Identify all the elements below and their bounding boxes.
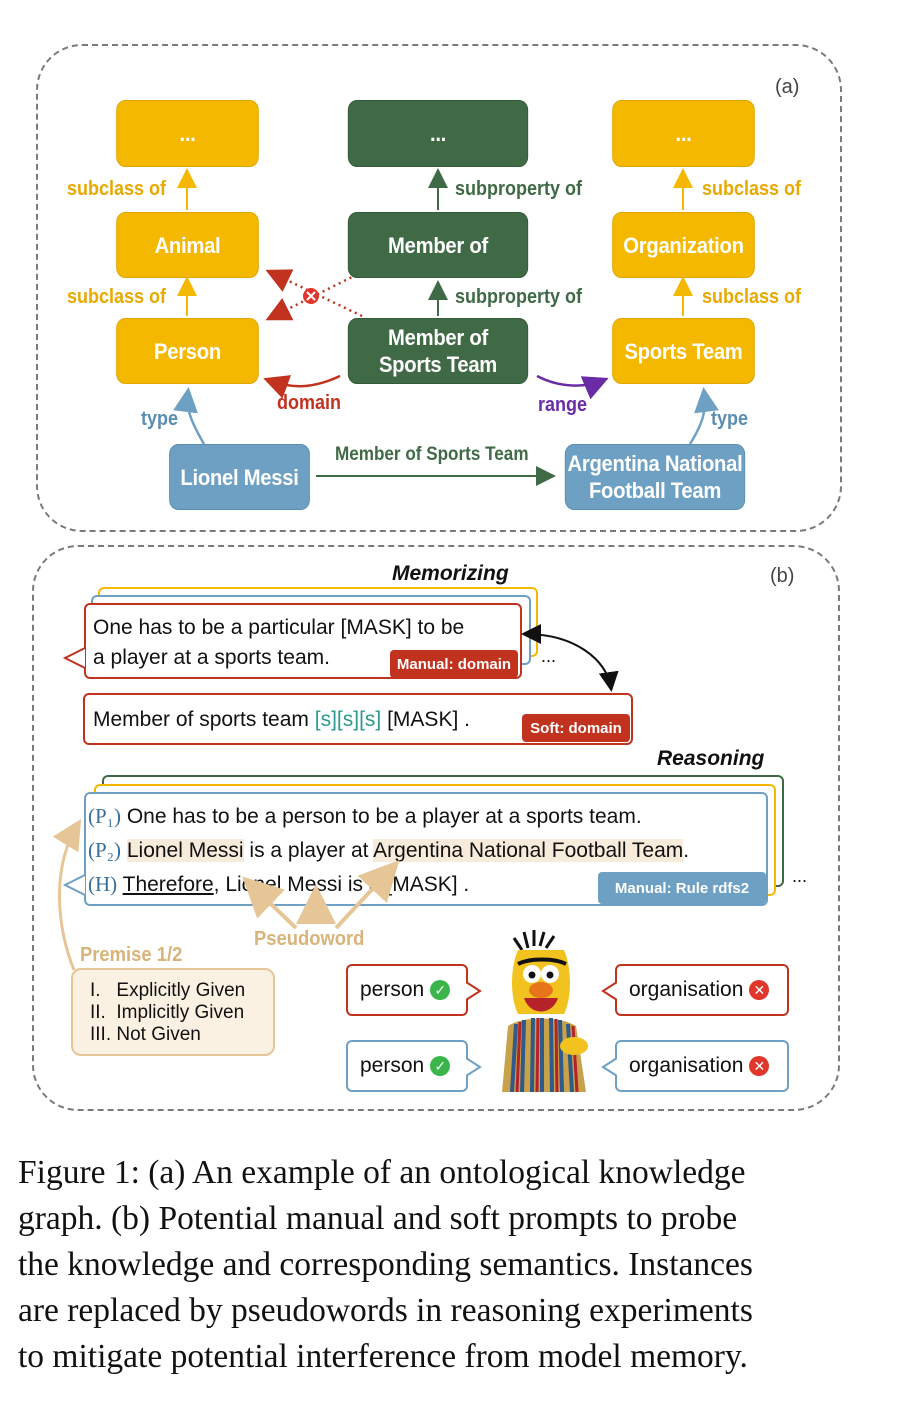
answer-top-right: organisation✕ xyxy=(615,964,789,1016)
answer-top-left: person✓ xyxy=(346,964,468,1016)
memorizing-link-arrow xyxy=(521,624,619,692)
answer-bottom-right-text: organisation xyxy=(629,1054,744,1077)
node-animal: Animal xyxy=(116,212,259,278)
soft-prompt: Member of sports team [s][s][s] [MASK] . xyxy=(93,708,470,732)
reasoning-pointer-left xyxy=(63,874,86,896)
edge-dotted-to-person xyxy=(265,270,363,321)
label-member-of-sports-team: Member of Sports Team xyxy=(335,444,529,465)
label-subclass-of-1: subclass of xyxy=(67,178,167,200)
manual-prompt-line1: One has to be a particular [MASK] to be xyxy=(93,616,465,639)
panel-a-edges xyxy=(173,168,719,486)
memorizing-title: Memorizing xyxy=(392,562,509,585)
caption-line-1: Figure 1: (a) An example of an ontologic… xyxy=(18,1154,746,1191)
node-member-of-sports-team: Member of Sports Team xyxy=(347,318,529,384)
premise-p1: (P₁) One has to be a person to be a play… xyxy=(88,804,642,829)
check-icon: ✓ xyxy=(430,1056,451,1076)
label-subclass-of-2: subclass of xyxy=(67,286,167,308)
label-type-right: type xyxy=(711,408,749,430)
rule-rdfs2-badge: Manual: Rule rdfs2 xyxy=(598,872,766,904)
panel-a xyxy=(36,44,842,532)
caption-line-5: to mitigate potential interference from … xyxy=(18,1338,748,1375)
premise-option-2: II. Implicitly Given xyxy=(90,1002,245,1023)
answer-top-right-pointer xyxy=(601,981,617,1001)
panel-b xyxy=(32,545,840,1111)
hypothesis-label: (H) xyxy=(88,872,118,896)
soft-prompt-prefix: Member of sports team xyxy=(93,708,315,731)
caption-line-3: the knowledge and corresponding semantic… xyxy=(18,1246,753,1283)
premise-p2: (P₂) Lionel Messi is a player at Argenti… xyxy=(88,838,689,863)
pseudoword-arrows xyxy=(52,818,400,971)
reasoning-title: Reasoning xyxy=(657,747,765,770)
label-type-left: type xyxy=(141,408,179,430)
node-dots-right: ... xyxy=(612,100,755,167)
node-dots-left: ... xyxy=(116,100,259,167)
panel-a-tag: (a) xyxy=(775,76,800,98)
node-sports-team: Sports Team xyxy=(612,318,755,384)
manual-prompt-line2: a player at a sports team. xyxy=(93,646,330,669)
cross-mark-x xyxy=(306,291,316,301)
premise-p2-mid: is a player at xyxy=(243,839,374,862)
premise-p1-label: (P₁) xyxy=(88,804,121,828)
premise-p2-label: (P₂) xyxy=(88,838,121,862)
node-argentina-line1: Argentina National xyxy=(567,451,743,476)
edge-range xyxy=(536,374,609,400)
hypothesis-therefore: Therefore xyxy=(122,873,214,896)
edge-dotted-to-animal xyxy=(265,269,363,318)
caption-line-4: are replaced by pseudowords in reasoning… xyxy=(18,1292,753,1329)
answer-top-right-text: organisation xyxy=(629,978,744,1001)
label-domain: domain xyxy=(277,392,342,414)
edge-type-left xyxy=(173,387,206,445)
answer-bottom-left: person✓ xyxy=(346,1040,468,1092)
node-member-of-sports-team-line1: Member of xyxy=(388,325,488,350)
answer-top-left-text: person xyxy=(360,978,425,1001)
node-person: Person xyxy=(116,318,259,384)
edge-type-right xyxy=(688,387,719,445)
caption-line-2: graph. (b) Potential manual and soft pro… xyxy=(18,1200,738,1237)
panel-b-tag: (b) xyxy=(770,565,795,587)
cross-icon: ✕ xyxy=(749,980,770,1000)
node-argentina: Argentina National Football Team xyxy=(564,444,746,510)
edge-domain xyxy=(263,374,341,399)
cross-icon: ✕ xyxy=(749,1056,770,1076)
manual-domain-badge: Manual: domain xyxy=(390,650,518,678)
premise-options-box xyxy=(71,968,275,1056)
answer-bottom-right-pointer xyxy=(601,1057,617,1077)
answer-bottom-left-text: person xyxy=(360,1054,425,1077)
premise-option-3: III. Not Given xyxy=(90,1024,201,1045)
premise-title: Premise 1/2 xyxy=(80,944,183,966)
node-argentina-line2: Football Team xyxy=(588,478,722,503)
soft-prompt-suffix: [MASK] . xyxy=(381,708,470,731)
label-subclass-of-4: subclass of xyxy=(702,286,802,308)
answer-bottom-right: organisation✕ xyxy=(615,1040,789,1092)
premise-p2-entity1: Lionel Messi xyxy=(126,839,244,862)
node-organization: Organization xyxy=(612,212,755,278)
puppet-character-image xyxy=(502,930,588,1092)
figure-caption: Figure 1: (a) An example of an ontologic… xyxy=(18,1150,878,1380)
pseudoword-label: Pseudoword xyxy=(254,928,365,950)
node-member-of-sports-team-line2: Sports Team xyxy=(378,352,498,377)
premise-p1-text: One has to be a person to be a player at… xyxy=(126,805,642,828)
reasoning-ellipsis: ... xyxy=(792,866,808,886)
node-member-of: Member of xyxy=(347,212,529,278)
premise-p2-end: . xyxy=(683,839,690,862)
answer-top-left-pointer xyxy=(466,981,482,1001)
premise-p2-entity2: Argentina National Football Team xyxy=(373,839,684,862)
label-range: range xyxy=(538,394,588,416)
label-subclass-of-3: subclass of xyxy=(702,178,802,200)
card-pointer-left xyxy=(63,647,86,669)
soft-prompt-tokens: [s][s][s] xyxy=(314,708,382,731)
soft-domain-badge: Soft: domain xyxy=(522,714,630,742)
label-subproperty-of-1: subproperty of xyxy=(455,178,583,200)
answer-bottom-left-pointer xyxy=(466,1057,482,1077)
node-dots-mid: ... xyxy=(347,100,529,167)
label-subproperty-of-2: subproperty of xyxy=(455,286,583,308)
premise-option-1: I. Explicitly Given xyxy=(90,980,246,1001)
node-lionel-messi: Lionel Messi xyxy=(169,444,310,510)
check-icon: ✓ xyxy=(430,980,451,1000)
